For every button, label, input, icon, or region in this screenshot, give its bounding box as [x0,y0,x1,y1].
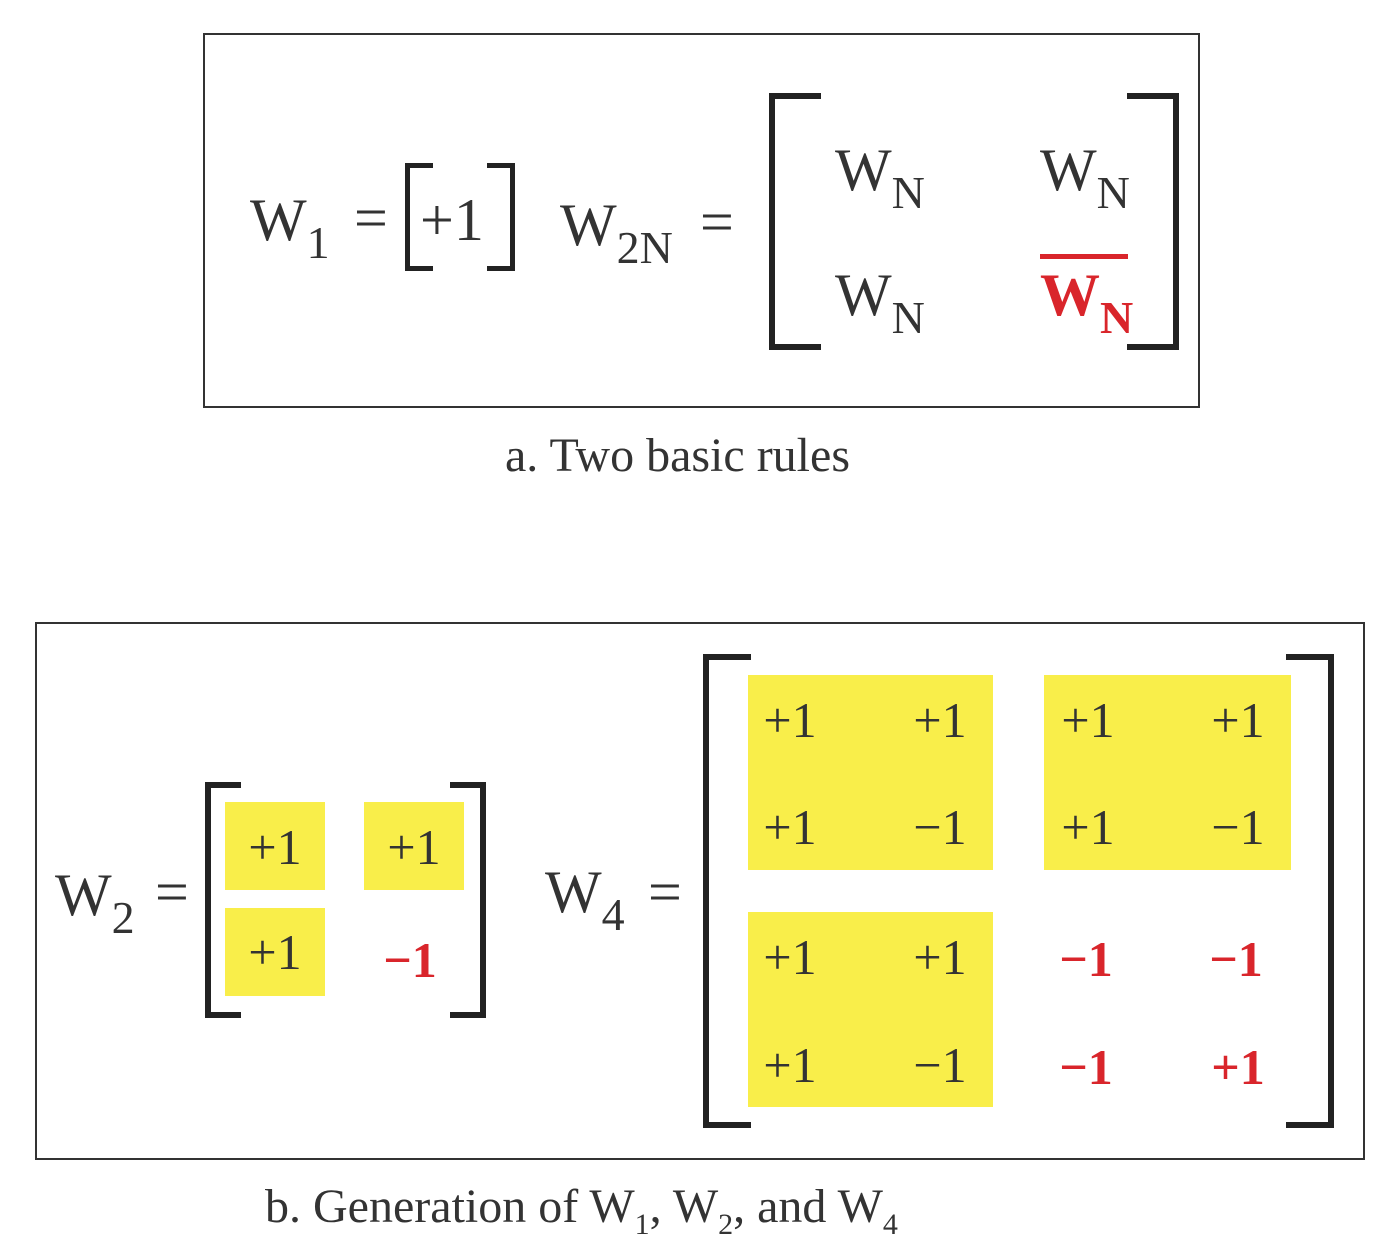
panel-a-box [203,33,1200,408]
w4-highlight-top-right [1044,675,1291,870]
w4-highlight-top-left [748,675,993,870]
w2-cell-r1c1: +1 [248,819,302,875]
w2-label: W2 [55,862,135,943]
w1-right-bracket [487,163,515,271]
w4-cell-r2c1: +1 [763,799,817,855]
w4-cell-r1c2: +1 [913,692,967,748]
w4-highlight-bottom-left [748,912,993,1107]
w2-highlight-r1c1 [225,802,325,890]
w2-cell-r1c2: +1 [387,819,441,875]
w4-right-bracket [1286,654,1334,1128]
w4-cell-r1c1: +1 [763,692,817,748]
overbar [1040,254,1128,259]
w4-equals: = [648,859,682,925]
w4-cell-r3c1: +1 [763,929,817,985]
w4-cell-r4c2: −1 [913,1037,967,1093]
w4-cell-r2c2: −1 [913,799,967,855]
w4-left-bracket [703,654,751,1128]
w4-cell-r3c4: −1 [1209,931,1263,987]
w4-cell-r1c3: +1 [1061,692,1115,748]
w2-highlight-r1c2 [364,802,464,890]
w2-cell-r2c2: −1 [383,932,437,988]
w4-cell-r3c2: +1 [913,929,967,985]
w2n-label: W2N [560,192,673,273]
w4-label: W4 [545,859,625,940]
matrix-wn-complement: WN [1040,262,1134,343]
w4-cell-r4c4: +1 [1211,1039,1265,1095]
w1-value: +1 [420,187,484,253]
caption-a: a. Two basic rules [505,429,850,482]
matrix-wn-r1c2: WN [1040,137,1130,218]
w4-cell-r4c3: −1 [1059,1039,1113,1095]
w4-cell-r3c3: −1 [1059,931,1113,987]
w4-cell-r1c4: +1 [1211,692,1265,748]
w1-left-bracket [405,163,433,271]
w4-cell-r2c3: +1 [1061,799,1115,855]
w2n-right-bracket [1127,93,1179,350]
matrix-wn-r1c1: WN [835,137,925,218]
w2-left-bracket [205,782,241,1018]
w2-equals: = [155,859,189,925]
matrix-wn-r2c1: WN [835,262,925,343]
caption-b: b. Generation of W1, W2, and W4 [265,1180,898,1241]
w2-highlight-r2c1 [225,908,325,996]
w2-cell-r2c1: +1 [248,924,302,980]
w2n-equals: = [700,189,734,255]
w4-cell-r2c4: −1 [1211,799,1265,855]
w1-equals: = [354,185,388,251]
w1-label: W1 [250,187,330,268]
w2-right-bracket [450,782,486,1018]
w4-cell-r4c1: +1 [763,1037,817,1093]
w2n-left-bracket [769,93,821,350]
